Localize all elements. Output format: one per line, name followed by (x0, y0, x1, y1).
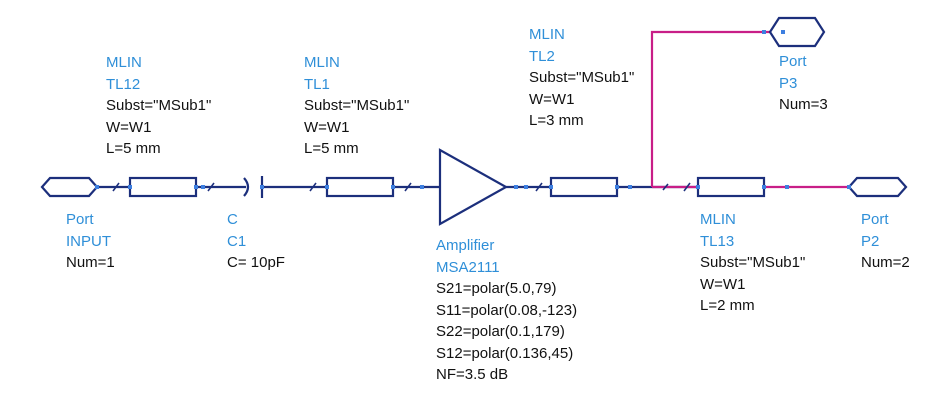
tl13-width: W=W1 (700, 275, 746, 293)
tl12-width: W=W1 (106, 118, 152, 136)
port-p2-type: Port (861, 211, 889, 228)
port-input-name: INPUT (66, 232, 111, 250)
port-p3-label: Port P3 Num=3 (779, 51, 828, 116)
amplifier-s21: S21=polar(5.0,79) (436, 280, 557, 297)
tl2-subst: Subst="MSub1" (529, 69, 635, 86)
port-input-type: Port (66, 211, 94, 228)
output-net (650, 30, 849, 189)
port-p2-label: Port P2 Num=2 (861, 209, 910, 274)
port-input-symbol[interactable] (40, 176, 99, 198)
tl13-name: TL13 (700, 232, 735, 250)
tl2-width: W=W1 (529, 90, 575, 108)
tl13-length: L=2 mm (700, 297, 755, 314)
amplifier-type: Amplifier (436, 237, 495, 254)
tl1-width: W=W1 (304, 118, 350, 136)
capacitor-c1-label: C C1 C= 10pF (227, 209, 285, 274)
tl12-symbol[interactable] (128, 176, 198, 198)
amplifier-name: MSA2111 (436, 258, 500, 276)
port-p3-name: P3 (779, 74, 798, 92)
tl13-subst: Subst="MSub1" (700, 254, 806, 271)
port-input-label: Port INPUT Num=1 (66, 209, 115, 274)
port-p3-type: Port (779, 53, 807, 70)
tl12-subst: Subst="MSub1" (106, 97, 212, 114)
port-p2-name: P2 (861, 232, 880, 250)
port-input-num: Num=1 (66, 254, 115, 271)
amplifier-symbol[interactable] (438, 148, 509, 226)
capacitor-name: C1 (227, 232, 247, 250)
port-p3-num: Num=3 (779, 96, 828, 113)
port-p2-num: Num=2 (861, 254, 910, 271)
tl2-length: L=3 mm (529, 112, 584, 129)
tl1-subst: Subst="MSub1" (304, 97, 410, 114)
tl13-type: MLIN (700, 211, 736, 228)
tl1-length: L=5 mm (304, 140, 359, 157)
pin-ticks (112, 182, 691, 192)
tl12-type: MLIN (106, 54, 142, 71)
tl1-symbol[interactable] (325, 176, 395, 198)
tl2-type: MLIN (529, 26, 565, 43)
tl13-symbol[interactable] (696, 176, 766, 198)
capacitor-value: C= 10pF (227, 254, 285, 271)
tl12-label: MLIN TL12 Subst="MSub1" W=W1 L=5 mm (106, 52, 211, 160)
amplifier-s22: S22=polar(0.1,179) (436, 323, 565, 340)
wire-junction-p3 (650, 30, 783, 187)
amplifier-label: Amplifier MSA2111 S21=polar(5.0,79) S11=… (436, 235, 577, 386)
tl1-type: MLIN (304, 54, 340, 71)
tl2-name: TL2 (529, 47, 555, 65)
tl1-name: TL1 (304, 75, 330, 93)
tl12-name: TL12 (106, 75, 141, 93)
amplifier-nf: NF=3.5 dB (436, 366, 509, 383)
tl2-symbol[interactable] (549, 176, 619, 198)
amplifier-s12: S12=polar(0.136,45) (436, 344, 574, 362)
capacitor-type: C (227, 211, 238, 228)
pin-dots (95, 30, 851, 189)
tl2-label: MLIN TL2 Subst="MSub1" W=W1 L=3 mm (529, 24, 634, 132)
tl12-length: L=5 mm (106, 140, 161, 157)
tl13-label: MLIN TL13 Subst="MSub1" W=W1 L=2 mm (700, 209, 805, 317)
amplifier-s11: S11=polar(0.08,-123) (436, 301, 578, 319)
tl1-label: MLIN TL1 Subst="MSub1" W=W1 L=5 mm (304, 52, 409, 160)
capacitor-c1-symbol[interactable] (243, 176, 264, 198)
port-p3-symbol[interactable] (768, 16, 826, 48)
port-p2-symbol[interactable] (847, 176, 908, 198)
